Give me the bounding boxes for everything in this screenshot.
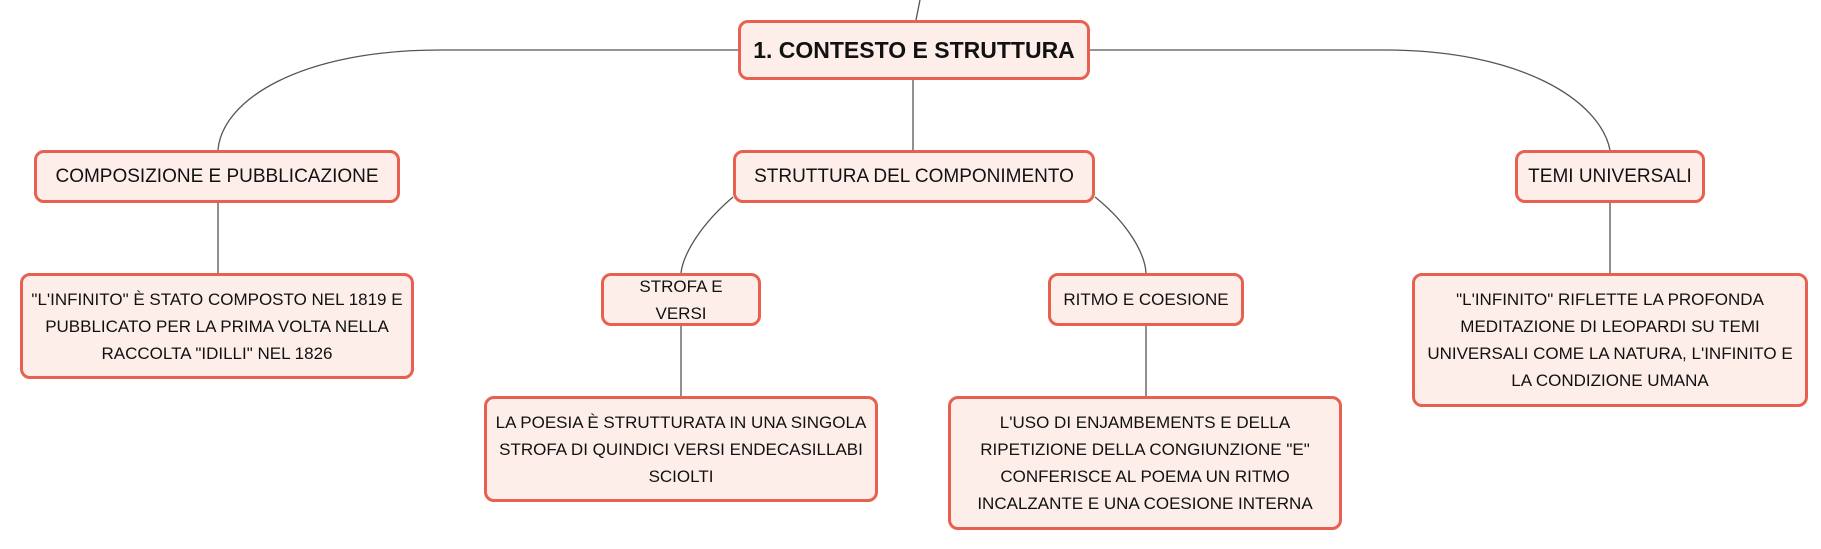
- strofa-node[interactable]: STROFA E VERSI: [601, 273, 761, 326]
- struttura-node[interactable]: STRUTTURA DEL COMPONIMENTO: [733, 150, 1095, 203]
- connector-root-composizione: [217, 49, 738, 151]
- connector-struttura-strofa: [680, 196, 734, 274]
- connector-root-temi: [1090, 49, 1611, 151]
- connector-struttura-ritmo: [1094, 196, 1147, 274]
- composizione-node[interactable]: COMPOSIZIONE E PUBBLICAZIONE: [34, 150, 400, 203]
- temi-detail-node[interactable]: "L'INFINITO" RIFLETTE LA PROFONDA MEDITA…: [1412, 273, 1808, 407]
- ritmo-detail-node[interactable]: L'USO DI ENJAMBEMENTS E DELLA RIPETIZION…: [948, 396, 1342, 530]
- composizione-detail-node[interactable]: "L'INFINITO" È STATO COMPOSTO NEL 1819 E…: [20, 273, 414, 379]
- connector-parent-root: [915, 0, 921, 21]
- root-node[interactable]: 1. CONTESTO E STRUTTURA: [738, 20, 1090, 80]
- temi-node[interactable]: TEMI UNIVERSALI: [1515, 150, 1705, 203]
- ritmo-node[interactable]: RITMO E COESIONE: [1048, 273, 1244, 326]
- strofa-detail-node[interactable]: LA POESIA È STRUTTURATA IN UNA SINGOLA S…: [484, 396, 878, 502]
